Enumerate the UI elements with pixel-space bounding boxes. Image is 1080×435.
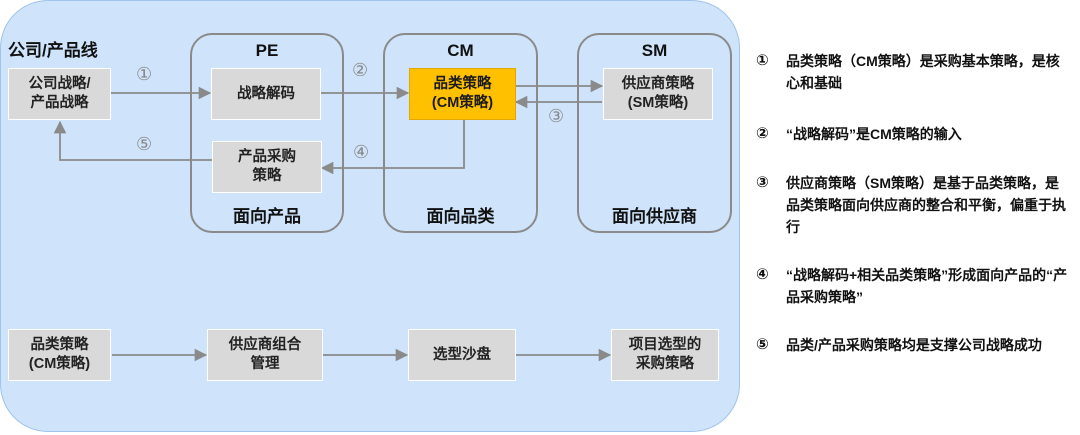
- note-number: ⑤: [756, 336, 769, 353]
- step-5-marker: ⑤: [136, 134, 153, 154]
- group-sm-footer: 面向供应商: [612, 207, 697, 226]
- group-pe-footer: 面向产品: [233, 207, 301, 226]
- bottom-flow-box-1: 品类策略 (CM策略): [8, 329, 111, 381]
- step-1-marker: ①: [136, 64, 153, 84]
- note-number: ④: [756, 266, 769, 283]
- note-number: ③: [756, 174, 769, 191]
- group-pe-title: PE: [255, 41, 279, 60]
- group-cm-footer: 面向品类: [426, 207, 495, 226]
- note-text: 供应商策略（SM策略）是基于品类策略，是品类策略面向供应商的整合和平衡，偏重于执…: [786, 175, 1066, 235]
- product-procurement-box: 产品采购 策略: [212, 141, 322, 193]
- group-pe: [190, 33, 344, 233]
- bottom-flow-box-3: 选型沙盘: [408, 329, 516, 381]
- group-cm-title: CM: [447, 41, 474, 60]
- group-sm: [577, 33, 732, 233]
- note-text: 品类/产品采购策略均是支撑公司战略成功: [786, 337, 1042, 353]
- note-item-5: ⑤ 品类/产品采购策略均是支撑公司战略成功: [756, 334, 1071, 356]
- note-item-4: ④ “战略解码+相关品类策略”形成面向产品的“产品采购策略”: [756, 264, 1071, 308]
- step-4-marker: ④: [353, 142, 370, 162]
- arrow-procurement-to-company: [53, 120, 212, 161]
- step-3-marker: ③: [548, 106, 565, 126]
- bottom-flow-box-2: 供应商组合 管理: [207, 329, 323, 381]
- note-number: ②: [756, 125, 769, 142]
- flow-arrows: [53, 79, 612, 362]
- bottom-flow-box-4: 项目选型的 采购策略: [611, 329, 719, 381]
- note-text: 品类策略（CM策略）是采购基本策略，是核心和基础: [786, 53, 1060, 91]
- supplier-strategy-box: 供应商策略 (SM策略): [603, 68, 713, 120]
- group-sm-title: SM: [641, 41, 668, 60]
- note-number: ①: [756, 52, 769, 69]
- note-item-1: ① 品类策略（CM策略）是采购基本策略，是核心和基础: [756, 50, 1071, 94]
- note-item-3: ③ 供应商策略（SM策略）是基于品类策略，是品类策略面向供应商的整合和平衡，偏重…: [756, 172, 1071, 238]
- arrow-cm-to-procurement: [320, 120, 465, 175]
- step-2-marker: ②: [352, 60, 369, 80]
- company-strategy-box: 公司战略/ 产品战略: [8, 68, 111, 120]
- note-item-2: ② “战略解码”是CM策略的输入: [756, 123, 1071, 145]
- group-cm: [383, 33, 538, 233]
- note-text: “战略解码+相关品类策略”形成面向产品的“产品采购策略”: [786, 267, 1068, 305]
- note-text: “战略解码”是CM策略的输入: [786, 126, 962, 142]
- category-strategy-box: 品类策略 (CM策略): [409, 68, 516, 120]
- strategy-decode-box: 战略解码: [211, 68, 321, 120]
- company-label: 公司/产品线: [8, 41, 98, 60]
